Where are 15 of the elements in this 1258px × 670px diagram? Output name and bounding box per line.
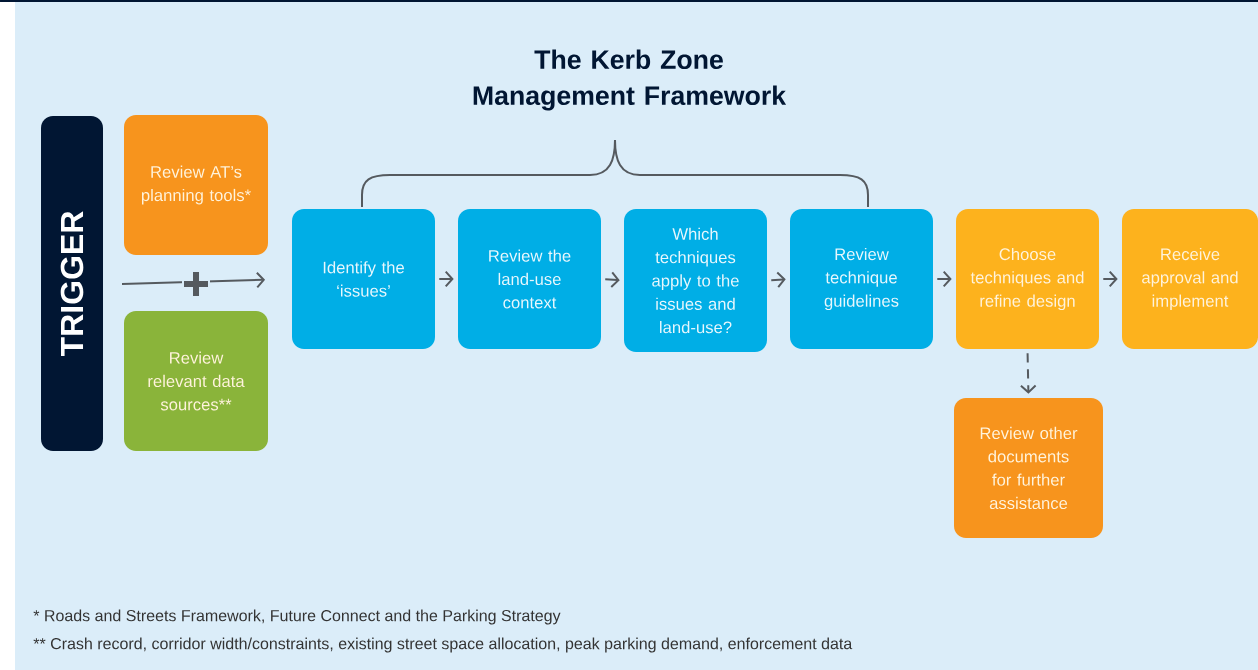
trigger-bar: TRIGGER bbox=[41, 116, 103, 451]
footnote: ** Crash record, corridor width/constraints, existing street space allocation, peak parking demand, enforcement data bbox=[33, 637, 853, 653]
process-box: Review other documents for further assistance bbox=[954, 398, 1103, 538]
footnote: * Roads and Streets Framework, Future Connect and the Parking Strategy bbox=[33, 609, 561, 625]
process-box: Review technique guidelines bbox=[790, 209, 933, 349]
process-box: Identify the ‘issues’ bbox=[292, 209, 435, 349]
process-box: Which techniques apply to the issues and land-use? bbox=[624, 209, 767, 352]
process-box: Review AT’s planning tools* bbox=[124, 115, 268, 255]
process-box: Review the land-use context bbox=[458, 209, 601, 349]
process-box: Choose techniques and refine design bbox=[956, 209, 1099, 349]
process-box: Receive approval and implement bbox=[1122, 209, 1258, 349]
arrow bbox=[1019, 352, 1037, 394]
title: The Kerb Zone Management Framework bbox=[473, 49, 787, 111]
process-box: Review relevant data sources** bbox=[124, 311, 268, 451]
arrow bbox=[121, 271, 266, 289]
